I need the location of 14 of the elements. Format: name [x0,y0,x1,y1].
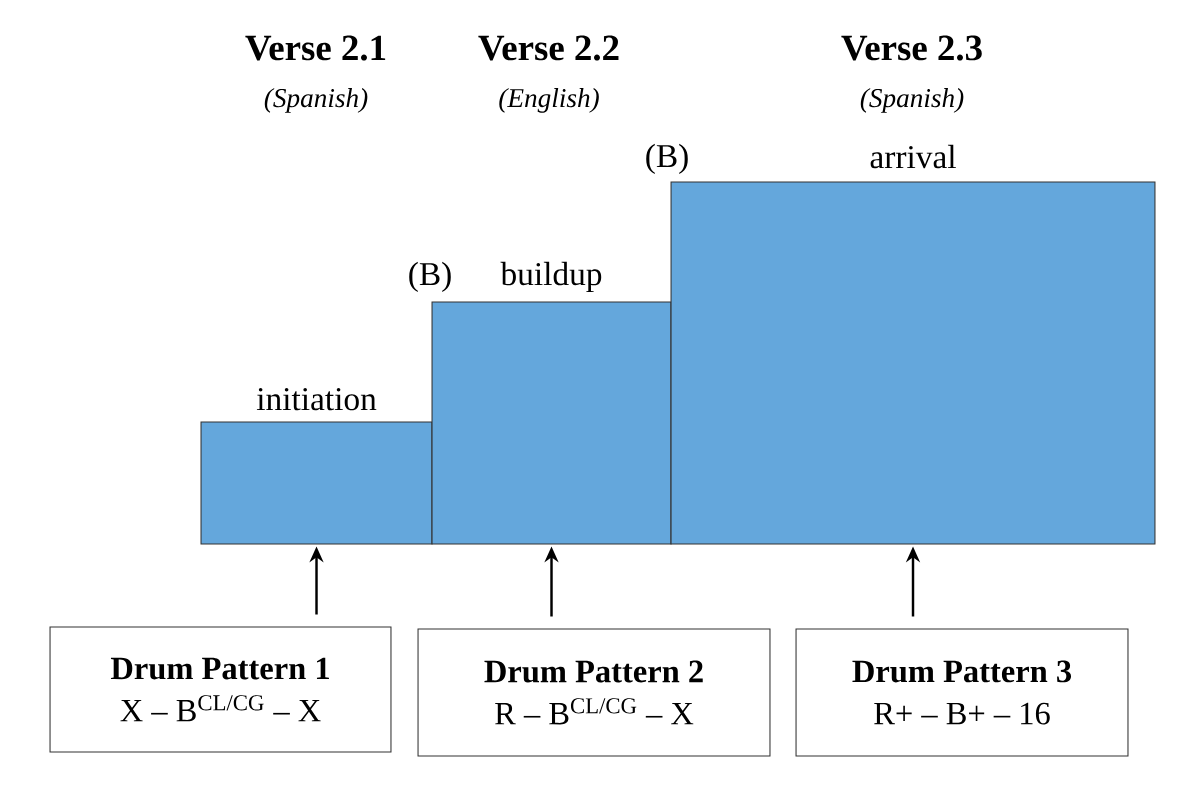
language-note: (Spanish) [860,88,964,113]
block-label: buildup [500,261,602,293]
language-note: (English) [499,88,599,113]
verse-heading: Verse 2.3 [841,35,982,61]
block-label: arrival [870,144,956,169]
section-marker: (B) [646,143,688,175]
verse-heading: Verse 2.2 [478,35,619,61]
section-marker: (B) [409,261,451,293]
pattern-box: Drum Pattern 3 R+ – B+ – 16 [795,628,1129,757]
language-note: (Spanish) [264,88,368,113]
verse-heading: Verse 2.1 [245,35,386,61]
pattern-box: Drum Pattern 1 X – B$^{CL/CG}$ – X [49,626,392,753]
block-label: initiation [256,387,377,411]
pattern-box: Drum Pattern 2 R – B$^{CL/CG}$ – X [417,628,771,757]
